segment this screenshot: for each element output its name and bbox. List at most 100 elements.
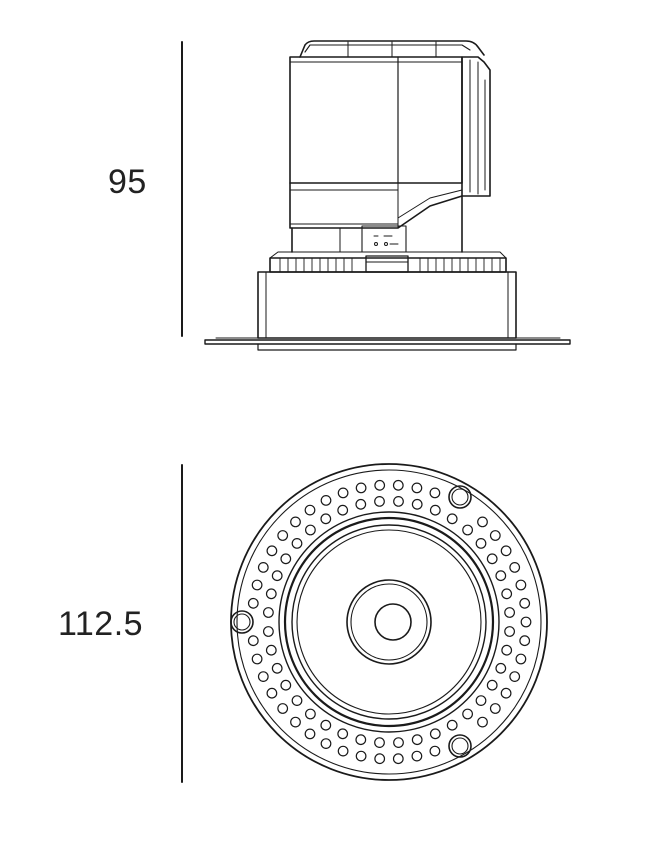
- trim-ring-2: [285, 518, 493, 726]
- perforation-hole: [264, 627, 274, 637]
- perforation-hole: [291, 517, 301, 527]
- perforation-hole: [394, 497, 404, 507]
- perforation-hole: [291, 717, 301, 727]
- perforation-hole: [356, 500, 366, 510]
- perforation-hole: [491, 531, 501, 541]
- perforation-hole: [394, 738, 404, 748]
- perforation-hole: [356, 735, 366, 745]
- lens-outer: [347, 580, 431, 664]
- height-dimension-label: 95: [108, 163, 147, 201]
- ceiling-plate: [205, 340, 570, 344]
- perforation-hole: [249, 636, 259, 646]
- diameter-dimension-label: 112.5: [58, 605, 144, 643]
- perforation-hole: [476, 539, 486, 549]
- perforation-hole: [306, 709, 316, 719]
- perforation-hole: [306, 525, 316, 535]
- perforation-hole: [447, 720, 457, 730]
- perforation-hole: [431, 729, 441, 739]
- perforation-hole: [516, 654, 526, 664]
- perforation-hole: [321, 720, 331, 730]
- perforation-hole: [487, 680, 497, 690]
- perforation-hole: [510, 563, 520, 573]
- perforation-hole: [476, 696, 486, 706]
- perforation-hole: [267, 645, 277, 655]
- perforation-hole: [272, 664, 282, 674]
- side-view: [182, 41, 570, 350]
- perforation-hole: [463, 709, 473, 719]
- perforation-hole: [321, 739, 331, 749]
- perforation-hole: [338, 488, 348, 498]
- perforation-hole: [267, 589, 277, 599]
- perforation-hole: [249, 599, 259, 609]
- screw-hole-top-right: [449, 486, 471, 508]
- perforation-hole: [321, 496, 331, 506]
- trim-ring-4: [297, 530, 481, 714]
- lens-inner: [351, 584, 427, 660]
- perforation-hole: [321, 514, 331, 524]
- perforation-hole: [338, 729, 348, 739]
- front-view: [182, 464, 547, 782]
- outer-flange-inner-edge: [237, 470, 541, 774]
- perforation-hole: [356, 483, 366, 493]
- upper-body: [290, 57, 462, 183]
- trim-ring-3: [292, 525, 486, 719]
- perforation-hole: [491, 704, 501, 714]
- perforation-hole: [496, 664, 506, 674]
- perforation-hole: [487, 554, 497, 564]
- perforation-hole: [502, 589, 512, 599]
- perforation-hole: [463, 525, 473, 535]
- perforation-hole: [520, 636, 530, 646]
- perforation-ring-inner: [264, 497, 515, 748]
- perforation-hole: [259, 672, 269, 682]
- perforation-hole: [272, 571, 282, 581]
- perforation-hole: [264, 608, 274, 618]
- perforation-hole: [267, 546, 277, 556]
- trim-ring-1: [279, 512, 499, 732]
- perforation-hole: [305, 729, 315, 739]
- perforation-hole: [292, 539, 302, 549]
- perforation-hole: [252, 654, 262, 664]
- perforation-hole: [338, 746, 348, 756]
- led-center: [375, 604, 411, 640]
- perforation-hole: [375, 754, 385, 764]
- perforation-hole: [478, 517, 488, 527]
- perforation-hole: [281, 680, 291, 690]
- perforation-hole: [501, 546, 511, 556]
- toothed-ring: [270, 258, 506, 272]
- perforation-hole: [305, 505, 315, 515]
- perforation-ring-outer: [249, 481, 531, 764]
- perforation-hole: [496, 571, 506, 581]
- housing-drum: [258, 272, 516, 338]
- perforation-hole: [292, 696, 302, 706]
- perforation-hole: [431, 505, 441, 515]
- perforation-hole: [447, 514, 457, 524]
- perforation-hole: [516, 580, 526, 590]
- perforation-hole: [412, 500, 422, 510]
- perforation-hole: [394, 481, 404, 491]
- perforation-hole: [520, 599, 530, 609]
- perforation-hole: [430, 488, 440, 498]
- perforation-hole: [267, 688, 277, 698]
- perforation-hole: [259, 563, 269, 573]
- perforation-hole: [356, 751, 366, 761]
- perforation-hole: [502, 645, 512, 655]
- perforation-hole: [505, 608, 515, 618]
- lower-neck: [292, 196, 462, 252]
- perforation-hole: [278, 704, 288, 714]
- screw-hole-bottom-right: [449, 735, 471, 757]
- perforation-hole: [510, 672, 520, 682]
- perforation-hole: [375, 481, 385, 491]
- perforation-hole: [252, 580, 262, 590]
- perforation-hole: [281, 554, 291, 564]
- perforation-hole: [338, 505, 348, 515]
- perforation-hole: [394, 754, 404, 764]
- perforation-hole: [412, 735, 422, 745]
- perforation-hole: [375, 738, 385, 748]
- side-clip: [462, 57, 490, 196]
- perforation-hole: [375, 497, 385, 507]
- perforation-hole: [521, 617, 531, 627]
- label-plate: [362, 226, 406, 252]
- perforation-hole: [478, 717, 488, 727]
- perforation-hole: [430, 746, 440, 756]
